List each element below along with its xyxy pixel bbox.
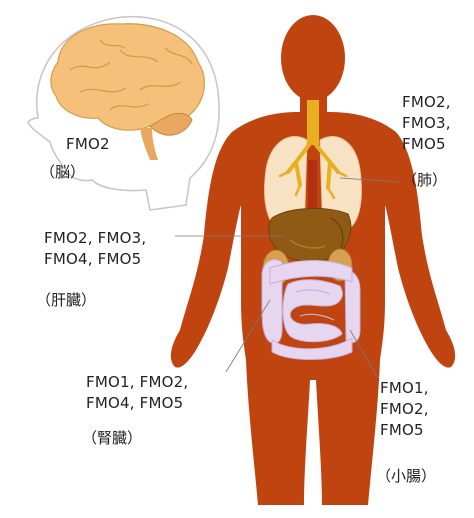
liver-enzymes: FMO2, FMO3, FMO4, FMO5	[44, 228, 146, 270]
kidney-organ-label: （腎臓）	[82, 428, 142, 448]
lung-organ-label: （肺）	[402, 170, 447, 190]
kidney-enzymes: FMO1, FMO2, FMO4, FMO5	[86, 372, 188, 414]
small-intestine-enzymes: FMO1, FMO2, FMO5	[380, 378, 429, 441]
brain-organ-label: （脳）	[40, 162, 85, 182]
liver-organ-label: （肝臓）	[36, 290, 96, 310]
small-intestine-organ-label: （小腸）	[376, 466, 436, 486]
brain-enzymes: FMO2	[66, 134, 110, 155]
lung-enzymes: FMO2, FMO3, FMO5	[402, 92, 451, 155]
